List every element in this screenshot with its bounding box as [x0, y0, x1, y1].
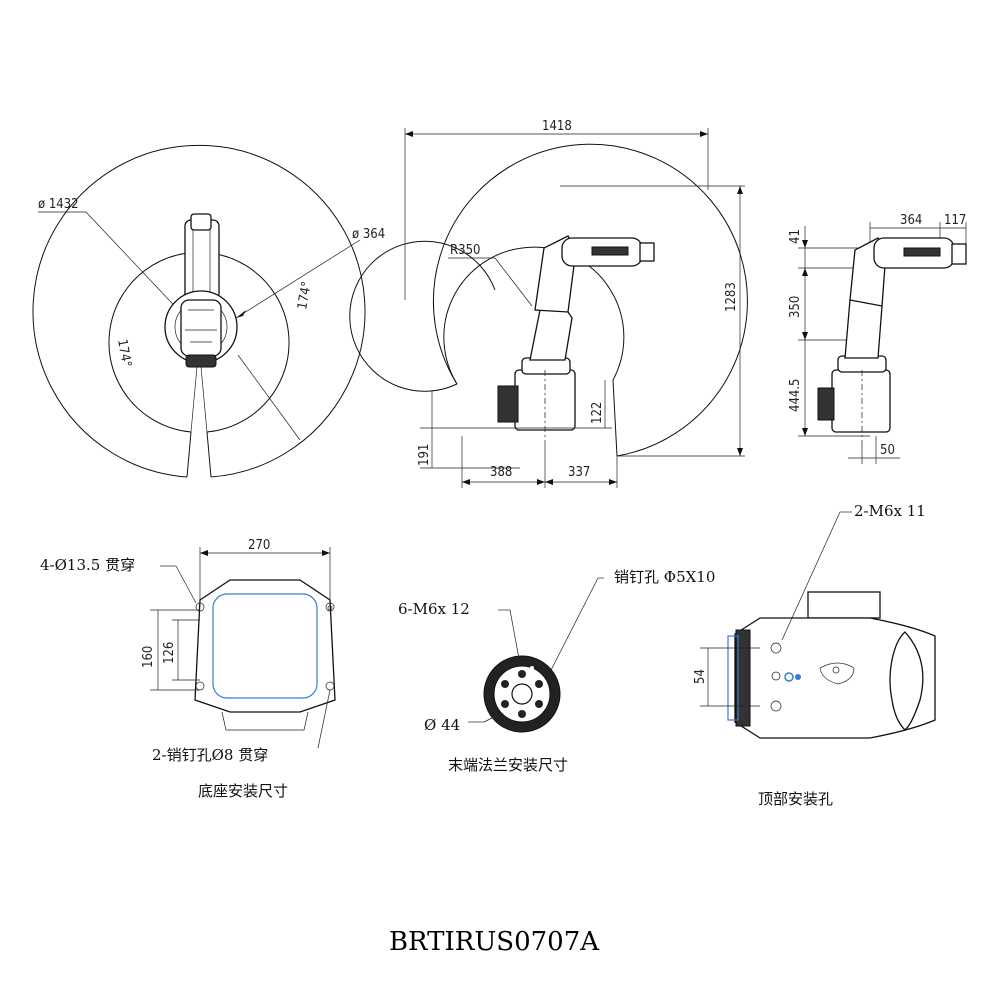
base-width-label: 270 [248, 538, 270, 553]
base-h1-label: 191 [417, 444, 432, 466]
flange-caption: 末端法兰安装尺寸 [448, 756, 568, 774]
robot-top-arm [184, 219, 220, 301]
workspace-outer-arc [32, 145, 366, 478]
top-h54-label: 54 [693, 669, 708, 684]
top-housing [734, 617, 936, 739]
angle-right-label: 174° [295, 280, 315, 310]
model-name: BRTIRUS0707A [389, 927, 600, 957]
base-h2-label: 122 [590, 402, 605, 424]
base-w2-label: 337 [568, 465, 590, 480]
robot-front-base [831, 369, 891, 433]
base-h160-label: 160 [141, 646, 156, 668]
base-h126-label: 126 [162, 642, 177, 664]
flange-dia-label: Ø 44 [424, 716, 460, 734]
flange-view: 6-M6x 12 销钉孔 Φ5X10 Ø 44 末端法兰安装尺寸 [398, 568, 715, 774]
base-holes-label: 4-Ø13.5 贯穿 [40, 556, 135, 574]
height-label: 1283 [724, 282, 739, 312]
top-view: ø 1432 ø 364 174° 174° [32, 145, 385, 478]
base-plate [194, 579, 336, 713]
w50-label: 50 [880, 443, 895, 458]
flange-screws-label: 6-M6x 12 [398, 600, 470, 618]
base-pins-label: 2-销钉孔Ø8 贯穿 [152, 746, 268, 764]
reach-width-label: 1418 [542, 119, 572, 134]
front-view: 364 117 41 350 444.5 50 [788, 213, 967, 464]
angle-left-label: 174° [114, 338, 134, 368]
side-view: 1418 R350 1283 191 122 388 337 [349, 119, 748, 488]
h350-label: 350 [788, 296, 803, 318]
top-mount-view: 2-M6x 11 54 顶部安装孔 [693, 502, 936, 808]
top-caption: 顶部安装孔 [758, 790, 833, 808]
base-mount-view: 4-Ø13.5 贯穿 270 160 126 2-销钉孔Ø8 贯穿 底座安装尺寸 [40, 538, 336, 800]
dia-inner-label: ø 364 [352, 227, 385, 242]
top-screws-label: 2-M6x 11 [854, 502, 926, 520]
flange-pin-label: 销钉孔 Φ5X10 [614, 568, 715, 586]
radius-label: R350 [450, 243, 480, 258]
reach-envelope [432, 143, 748, 457]
h41-label: 41 [788, 229, 803, 244]
base-w1-label: 388 [490, 465, 512, 480]
w364-label: 364 [900, 213, 922, 228]
base-caption: 底座安装尺寸 [198, 782, 288, 800]
dia-outer-label: ø 1432 [38, 197, 79, 212]
w117-label: 117 [944, 213, 966, 228]
h444-label: 444.5 [788, 379, 803, 412]
